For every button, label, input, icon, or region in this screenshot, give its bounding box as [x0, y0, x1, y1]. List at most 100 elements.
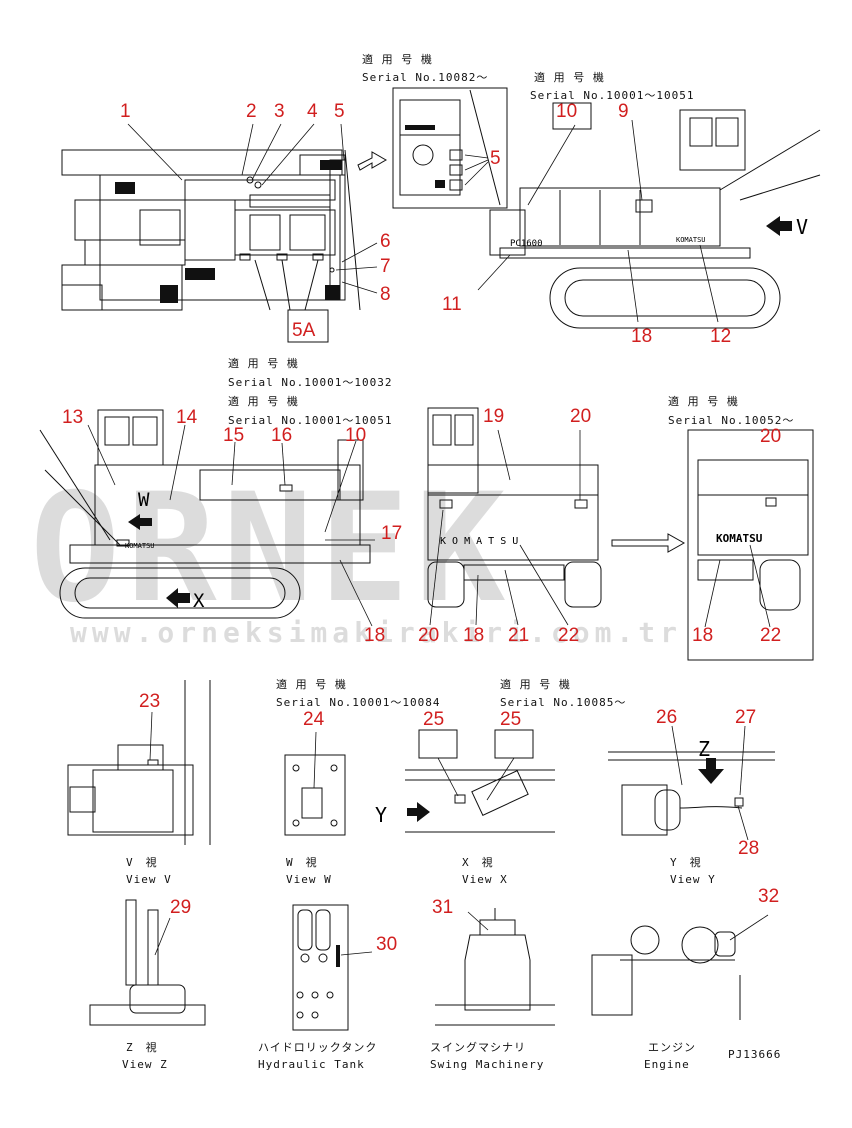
- callout-22a: 22: [558, 625, 579, 646]
- callout-5b: 5: [490, 148, 501, 169]
- view-arrow-x-icon: [166, 588, 190, 608]
- callout-15: 15: [223, 425, 244, 446]
- top-view-drawing: [61, 149, 361, 343]
- callout-31: 31: [432, 897, 453, 918]
- callout-5: 5: [334, 101, 345, 122]
- model-label: PC1600: [510, 239, 543, 249]
- callout-28: 28: [738, 838, 759, 859]
- view-x-drawing: [405, 729, 555, 833]
- view-letter-x: X: [193, 590, 205, 612]
- swing-machinery-en: Swing Machinery: [430, 1058, 544, 1071]
- callout-20a: 20: [570, 406, 591, 427]
- serial-2-jp: 適 用 号 機: [534, 70, 605, 84]
- callout-20c: 20: [760, 426, 781, 447]
- engine-jp: エンジン: [648, 1041, 696, 1054]
- hydraulic-tank-jp: ハイドロリックタンク: [258, 1041, 377, 1054]
- serial-7-no: Serial No.10085～: [500, 696, 626, 709]
- callout-17: 17: [381, 523, 402, 544]
- callout-5a: 5A: [292, 320, 316, 341]
- callout-10b: 10: [345, 425, 366, 446]
- callout-25a: 25: [423, 709, 444, 730]
- serial-4-jp: 適 用 号 機: [228, 394, 299, 408]
- callout-27: 27: [735, 707, 756, 728]
- callout-7: 7: [380, 256, 391, 277]
- view-x-jp: X 視: [462, 855, 494, 869]
- hydraulic-tank-en: Hydraulic Tank: [258, 1058, 365, 1071]
- callout-10: 10: [556, 101, 577, 122]
- view-y-drawing: [608, 725, 775, 841]
- serial-7-jp: 適 用 号 機: [500, 677, 571, 691]
- callout-2: 2: [246, 101, 257, 122]
- serial-4-no: Serial No.10001～10051: [228, 414, 392, 427]
- callout-6: 6: [380, 231, 391, 252]
- top-view-callouts: 1 2 3 4 5 6 7 8 5A: [120, 101, 391, 341]
- view-w-en: View W: [286, 873, 332, 886]
- view-letter-y: Y: [375, 803, 387, 827]
- view-letter-z: Z: [698, 737, 710, 761]
- callout-23: 23: [139, 691, 160, 712]
- callout-14: 14: [176, 407, 198, 428]
- drawing-code: PJ13666: [728, 1048, 781, 1061]
- callout-18d: 18: [692, 625, 713, 646]
- view-z-drawing: [89, 899, 206, 1026]
- callout-22b: 22: [760, 625, 781, 646]
- komatsu-inset: KOMATSU: [716, 532, 763, 545]
- hydraulic-tank-drawing: [292, 904, 373, 1031]
- callout-8: 8: [380, 284, 391, 305]
- view-arrow-y-icon: [407, 802, 430, 822]
- view-arrow-z-icon: [698, 758, 724, 784]
- view-arrow-w-icon: [128, 514, 152, 530]
- long-right-arrow-icon: [611, 533, 686, 553]
- serial-6-no: Serial No.10001～10084: [276, 696, 440, 709]
- serial-2-no: Serial No.10001～10051: [530, 89, 694, 102]
- callout-30: 30: [376, 934, 397, 955]
- callout-26: 26: [656, 707, 677, 728]
- view-w-drawing: [284, 731, 346, 836]
- serial-1-jp: 適 用 号 機: [362, 52, 433, 66]
- callout-25b: 25: [500, 709, 521, 730]
- komatsu-side-right: KOMATSU: [676, 236, 706, 244]
- serial-5-jp: 適 用 号 機: [668, 394, 739, 408]
- callout-3: 3: [274, 101, 285, 122]
- swing-machinery-drawing: [435, 908, 555, 1026]
- view-y-jp: Y 視: [670, 855, 702, 869]
- rear-view-drawing: K O M A T S U: [427, 407, 602, 626]
- view-arrow-v-icon: [766, 216, 792, 236]
- watermark-brand: ORNEK: [30, 462, 512, 636]
- callout-12: 12: [710, 326, 731, 347]
- callout-18a: 18: [631, 326, 652, 347]
- side-view-left-drawing: KOMATSU: [39, 409, 375, 627]
- callout-18c: 18: [463, 625, 484, 646]
- callout-4: 4: [307, 101, 318, 122]
- view-v-en: View V: [126, 873, 172, 886]
- callout-16: 16: [271, 425, 292, 446]
- callout-13: 13: [62, 407, 83, 428]
- komatsu-rear: K O M A T S U: [440, 536, 518, 547]
- callout-21: 21: [508, 625, 529, 646]
- right-arrow-icon: [357, 151, 388, 171]
- callout-19: 19: [483, 406, 504, 427]
- engine-en: Engine: [644, 1058, 690, 1071]
- view-x-en: View X: [462, 873, 508, 886]
- serial-6-jp: 適 用 号 機: [276, 677, 347, 691]
- serial-5-no: Serial No.10052～: [668, 414, 794, 427]
- callout-24: 24: [303, 709, 325, 730]
- serial-3-jp: 適 用 号 機: [228, 356, 299, 370]
- serial-3-no: Serial No.10001～10032: [228, 376, 392, 389]
- view-y-en: View Y: [670, 873, 716, 886]
- view-z-jp: Z 視: [126, 1040, 158, 1054]
- engine-drawing: [591, 914, 769, 1020]
- view-v-drawing: [67, 680, 211, 845]
- callout-1: 1: [120, 101, 131, 122]
- inset-box: [392, 87, 508, 209]
- view-letter-w: W: [138, 489, 150, 511]
- callout-32: 32: [758, 886, 779, 907]
- side-view-right-drawing: PC1600 KOMATSU: [477, 102, 821, 329]
- view-v-jp: V 視: [126, 855, 158, 869]
- callout-11: 11: [442, 294, 462, 315]
- watermark-url: www.orneksimakirakiri.com.tr: [70, 616, 682, 649]
- view-z-en: View Z: [122, 1058, 168, 1071]
- komatsu-side-left: KOMATSU: [125, 542, 155, 550]
